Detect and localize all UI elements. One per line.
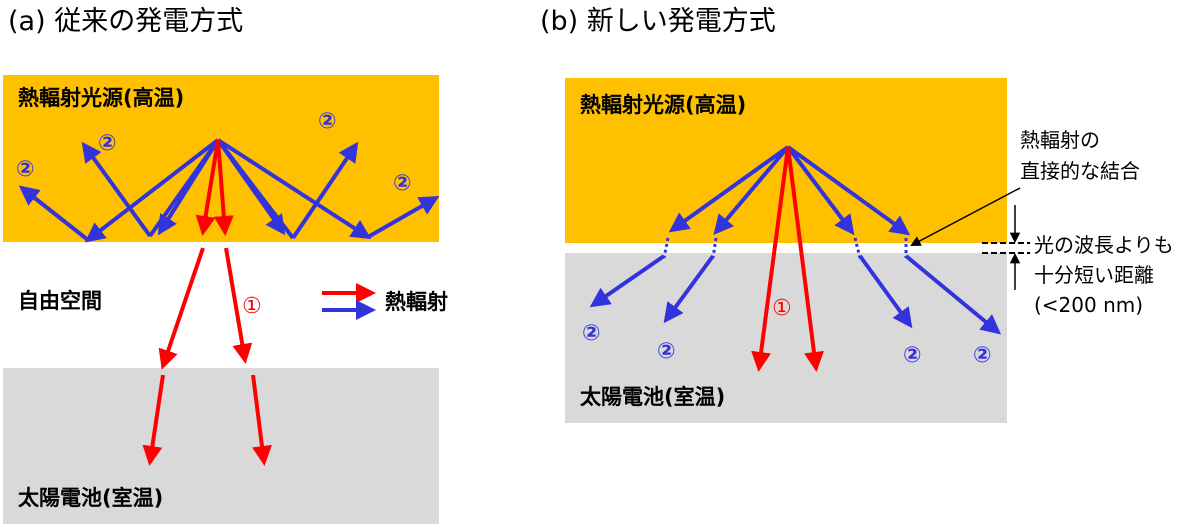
blue-ray — [216, 138, 372, 240]
blue-number: ② — [393, 171, 412, 196]
blue-ray — [858, 254, 913, 329]
panel-a-cell-label: 太陽電池(室温) — [18, 486, 163, 510]
red-ray — [786, 146, 824, 372]
blue-number: ② — [16, 157, 35, 182]
blue-ray — [84, 138, 220, 243]
legend-label: 熱輻射 — [385, 290, 448, 314]
panel-b: (b) 新しい発電方式 熱輻射光源(高温) 太陽電池(室温) — [540, 6, 1174, 423]
red-number: ① — [242, 294, 262, 319]
panel-a-solar-cell — [3, 368, 439, 524]
panel-b-solar-cell — [565, 253, 1007, 423]
blue-ray — [904, 254, 1002, 335]
blue-number: ② — [657, 339, 676, 364]
blue-ray-reflected — [367, 196, 440, 239]
blue-number: ② — [973, 343, 992, 368]
panel-b-blue-rays — [589, 145, 1002, 335]
coupling-note-line1: 熱輻射の — [1020, 128, 1100, 152]
panel-b-cell-label: 太陽電池(室温) — [580, 385, 725, 409]
legend: 熱輻射 — [322, 283, 448, 320]
panel-a-free-space-label: 自由空間 — [18, 289, 102, 313]
panel-b-title: (b) 新しい発電方式 — [540, 6, 776, 37]
blue-ray — [157, 138, 220, 236]
coupling-pointer — [910, 187, 1021, 246]
red-ray — [158, 247, 205, 370]
blue-ray — [663, 254, 715, 324]
panel-b-source-label: 熱輻射光源(高温) — [580, 93, 746, 117]
red-ray — [224, 247, 253, 364]
blue-ray — [786, 145, 911, 236]
coupling-note-line2: 直接的な結合 — [1020, 159, 1140, 183]
panel-a: (a) 従来の発電方式 熱輻射光源(高温) 自由空間 太陽電池(室温) — [3, 6, 448, 524]
gap-note-line3: (<200 nm) — [1034, 293, 1143, 317]
panel-a-red-rays — [142, 139, 272, 466]
red-ray — [213, 139, 234, 236]
blue-ray-reflected — [291, 141, 359, 240]
red-ray — [195, 139, 220, 236]
gap-indicator — [982, 205, 1030, 290]
gap-note-line2: 十分短い距離 — [1034, 263, 1154, 287]
blue-ray — [713, 145, 790, 236]
red-ray — [142, 374, 165, 466]
blue-ray — [786, 145, 855, 236]
panel-a-source-label: 熱輻射光源(高温) — [18, 86, 184, 110]
red-ray — [251, 374, 272, 466]
blue-number: ② — [98, 131, 117, 156]
panel-b-red-rays — [751, 146, 824, 372]
blue-number: ② — [582, 321, 601, 346]
blue-number: ② — [903, 343, 922, 368]
blue-ray-reflected — [81, 141, 152, 238]
blue-ray — [589, 254, 666, 308]
panel-a-title: (a) 従来の発電方式 — [8, 6, 243, 37]
blue-number: ② — [318, 109, 337, 134]
red-ray — [751, 146, 790, 372]
blue-ray — [216, 138, 286, 236]
blue-ray — [668, 145, 790, 233]
red-number: ① — [772, 296, 792, 321]
gap-note-line1: 光の波長よりも — [1034, 233, 1174, 257]
panel-a-blue-rays — [18, 138, 440, 243]
blue-ray-reflected — [18, 185, 90, 242]
